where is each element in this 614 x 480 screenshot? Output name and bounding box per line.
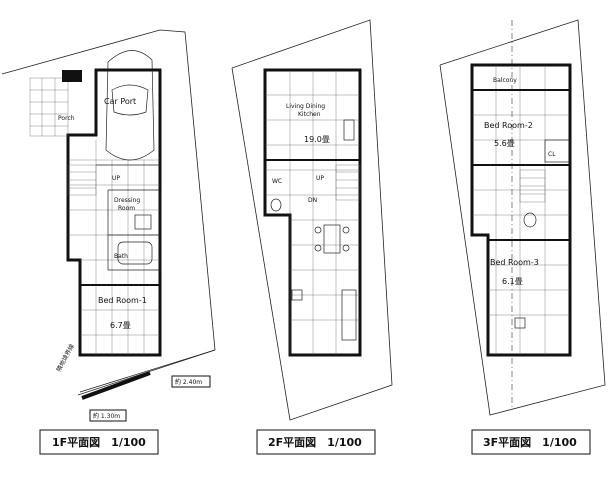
floor2-caption-box xyxy=(256,429,376,455)
floor3-site-boundary xyxy=(439,19,606,416)
floor2-up-label: UP xyxy=(316,175,324,182)
toilet-icon xyxy=(523,212,537,228)
dim-b-label: 約 1.30m xyxy=(93,412,120,420)
floor2-caption: 2F平面図 1/100 xyxy=(268,435,362,449)
bedroom3-label: Bed Room-3 xyxy=(490,258,539,267)
dim-box-b xyxy=(89,409,127,422)
tv-icon xyxy=(343,119,355,141)
floor3-caption: 3F平面図 1/100 xyxy=(483,435,577,449)
floor1-mailbox xyxy=(62,70,82,82)
floor3-plan: Balcony Bed Room-2 5.6畳 CL Bed Room-3 6.… xyxy=(439,19,606,416)
dressing-label-2: Room xyxy=(118,205,135,212)
chair-icon xyxy=(342,244,350,252)
ldk-label-2: Kitchen xyxy=(298,111,321,118)
chair-icon xyxy=(314,226,322,234)
floor1-road-edge xyxy=(81,371,151,400)
bedroom2-area: 5.6畳 xyxy=(494,139,515,148)
car-port-label: Car Port xyxy=(104,97,136,106)
closet-icon xyxy=(544,139,571,163)
car-icon xyxy=(105,50,155,161)
floor1-plan: Car Port Porch UP Dressing Room Bath Bed… xyxy=(1,29,216,422)
bedroom1-area: 6.7畳 xyxy=(110,321,131,330)
dim-a-label: 約 2.40m xyxy=(175,378,202,386)
floor1-walls xyxy=(66,68,162,357)
floor2-plan: Living Dining Kitchen 19.0畳 WC UP DN xyxy=(231,19,393,421)
floor1-caption: 1F平面図 1/100 xyxy=(52,435,146,449)
floor3-stairs xyxy=(519,169,546,203)
bedroom3-area: 6.1畳 xyxy=(502,277,523,286)
bathtub-icon xyxy=(117,241,153,265)
dim-box-a xyxy=(171,375,211,388)
closet-label: CL xyxy=(548,151,556,158)
floor2-site-boundary xyxy=(231,19,393,421)
dressing-label: Dressing xyxy=(114,197,140,204)
floor1-porch-steps xyxy=(29,77,69,137)
floor1-dressing-wall xyxy=(107,189,161,271)
floor1-caption-box xyxy=(39,429,159,455)
kitchen-counter-icon xyxy=(341,289,357,341)
ldk-area: 19.0畳 xyxy=(304,135,330,144)
balcony-label: Balcony xyxy=(493,77,517,84)
wc-label: WC xyxy=(272,178,282,185)
bath-label: Bath xyxy=(114,253,128,260)
floor1-stairs xyxy=(67,164,97,196)
floor3-caption-box xyxy=(471,429,591,455)
floor2-dn-label: DN xyxy=(308,197,317,204)
porch-label: Porch xyxy=(58,115,75,122)
chair-icon xyxy=(314,244,322,252)
washer-icon xyxy=(134,214,152,230)
floor2-stairs xyxy=(335,164,361,201)
bedroom1-label: Bed Room-1 xyxy=(98,296,147,305)
floor3-walls xyxy=(470,63,572,357)
floor1-up-label: UP xyxy=(112,175,120,182)
boundary-note: 隣地境界線 xyxy=(55,343,76,373)
car-window-icon xyxy=(111,84,149,116)
fridge-icon xyxy=(291,289,303,301)
dining-table-icon xyxy=(323,224,341,254)
floor1-site-boundary xyxy=(1,29,216,393)
bedroom2-label: Bed Room-2 xyxy=(484,121,533,130)
desk-icon xyxy=(514,317,526,329)
ldk-label-1: Living Dining xyxy=(286,103,325,110)
toilet-icon xyxy=(270,198,282,212)
chair-icon xyxy=(342,226,350,234)
